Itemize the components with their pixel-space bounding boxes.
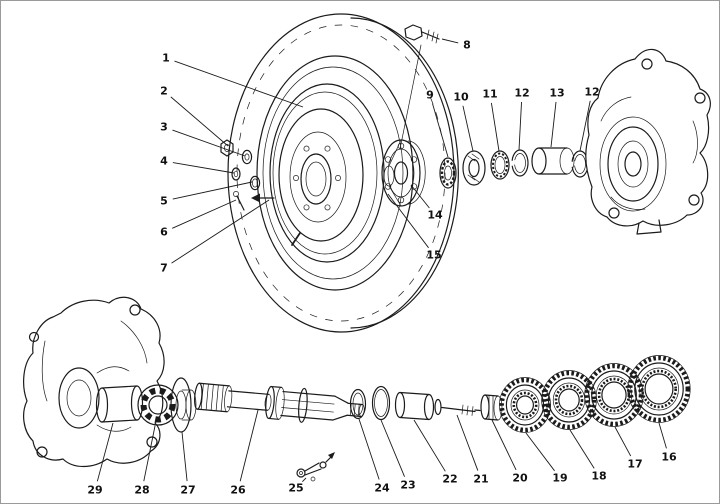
o-ring — [349, 388, 367, 420]
callout-leader-18 — [569, 429, 595, 469]
washer-small — [231, 167, 241, 181]
callout-label-29: 29 — [87, 484, 102, 497]
callout-leader-15 — [387, 193, 429, 249]
callout-leader-23 — [380, 419, 405, 477]
callout-label-6: 6 — [160, 226, 168, 239]
callout-leader-10 — [462, 105, 474, 152]
callout-leader-14 — [410, 184, 430, 209]
callout-label-22: 22 — [442, 473, 457, 486]
callout-label-5: 5 — [160, 195, 168, 208]
bearing-sleeve — [531, 147, 575, 175]
callout-label-13: 13 — [549, 87, 564, 100]
wheel-rim-disc — [269, 83, 385, 263]
callout-label-3: 3 — [160, 121, 168, 134]
callout-leader-25 — [302, 477, 307, 482]
callout-leader-28 — [143, 425, 156, 482]
callout-leader-7 — [171, 199, 270, 264]
assembly-arrow — [251, 193, 275, 203]
callout-label-19: 19 — [552, 472, 567, 485]
callout-label-10: 10 — [453, 91, 469, 104]
bearing-outer — [462, 150, 486, 186]
valve-stem — [291, 232, 301, 246]
callout-label-12: 12 — [584, 86, 599, 99]
callout-label-28: 28 — [134, 484, 149, 497]
callout-label-11: 11 — [482, 88, 497, 101]
callout-leader-8 — [441, 38, 459, 44]
wheel-hub-flange — [381, 139, 426, 207]
snap-ring-left — [511, 149, 529, 177]
callout-label-12: 12 — [514, 87, 529, 100]
bolt-position-line — [399, 44, 422, 150]
flanged-collar — [170, 377, 197, 433]
ball-bearing — [137, 384, 179, 426]
callout-leader-22 — [413, 419, 446, 472]
cotter-pin — [236, 195, 245, 211]
callout-leader-12 — [518, 101, 522, 151]
callout-leader-4 — [172, 162, 235, 174]
callout-leader-17 — [614, 426, 632, 457]
spacer-ring — [490, 150, 510, 180]
callout-leader-19 — [525, 432, 555, 472]
retaining-bolt — [434, 398, 481, 416]
callout-leader-6 — [172, 199, 237, 229]
callout-leader-2 — [170, 96, 229, 147]
wheel-tire — [227, 13, 459, 333]
callout-leader-11 — [490, 102, 500, 152]
linkage-part — [296, 452, 335, 482]
callout-label-17: 17 — [627, 458, 642, 471]
callout-label-1: 1 — [162, 52, 170, 65]
bearing-inner — [439, 157, 457, 189]
callout-label-24: 24 — [374, 482, 390, 495]
callout-leader-21 — [456, 414, 479, 471]
washer-large — [241, 149, 253, 165]
callout-leader-20 — [491, 419, 517, 471]
spring-ring — [249, 175, 261, 191]
callout-leader-12 — [579, 100, 591, 152]
seal-ring — [371, 385, 391, 421]
bushing-cylinder — [394, 391, 435, 421]
callout-label-4: 4 — [160, 155, 168, 168]
callout-leader-29 — [96, 422, 114, 482]
splined-bush — [480, 394, 503, 421]
axle-shaft — [194, 382, 365, 423]
callout-label-7: 7 — [160, 262, 168, 275]
callout-label-26: 26 — [230, 484, 246, 497]
callout-label-18: 18 — [591, 470, 606, 483]
gear-disc-18 — [541, 370, 597, 430]
callout-label-8: 8 — [463, 39, 471, 52]
hub-bolt — [399, 24, 440, 150]
callout-leader-5 — [172, 181, 253, 200]
callout-leader-9 — [432, 103, 449, 158]
callout-label-23: 23 — [400, 479, 415, 492]
callout-label-15: 15 — [426, 249, 441, 262]
callout-leader-1 — [174, 60, 304, 108]
callout-leader-24 — [358, 418, 380, 480]
final-drive-housing-left — [23, 296, 165, 468]
gear-disc-16 — [627, 355, 691, 423]
callout-leader-16 — [658, 422, 667, 449]
callout-label-21: 21 — [473, 473, 488, 486]
callout-label-16: 16 — [661, 451, 677, 464]
callout-label-9: 9 — [426, 89, 434, 102]
callout-label-25: 25 — [288, 482, 303, 495]
callout-leader-13 — [550, 101, 557, 148]
callout-label-14: 14 — [427, 209, 443, 222]
callout-leader-3 — [172, 129, 246, 157]
axle-housing-right — [585, 48, 711, 235]
callout-label-27: 27 — [180, 484, 195, 497]
spacer-tube — [95, 385, 144, 423]
rim-center-hole — [300, 153, 332, 205]
callout-leader-27 — [181, 431, 188, 482]
callout-label-2: 2 — [160, 85, 168, 98]
callout-label-20: 20 — [512, 472, 528, 485]
callout-leader-26 — [239, 409, 259, 482]
